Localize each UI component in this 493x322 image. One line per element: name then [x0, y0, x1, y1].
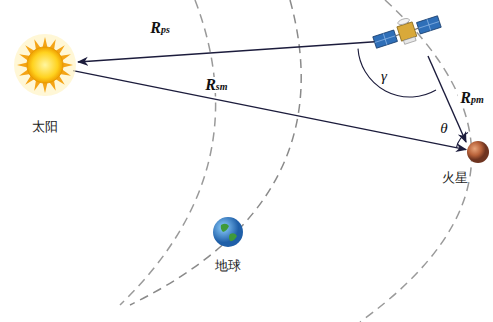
angle-arc	[358, 49, 436, 97]
vector-arrow	[78, 41, 386, 62]
panel-grid	[418, 21, 439, 28]
vector-label: Rpm	[458, 90, 485, 106]
body-icon	[466, 140, 490, 164]
panel-grid	[375, 36, 396, 43]
sun-disc	[27, 47, 63, 83]
earth-land	[221, 224, 237, 241]
solar-panel	[417, 16, 442, 34]
orbit-line	[120, 0, 216, 305]
celestial-body: 太阳	[17, 37, 73, 93]
antenna-dish	[397, 17, 410, 25]
angle-label: θ	[440, 121, 447, 136]
body-name: 太阳	[32, 119, 58, 135]
angle-label: γ	[381, 69, 387, 84]
body-icon	[17, 37, 73, 93]
vector-label: Rsm	[203, 77, 229, 93]
vector-arrow	[73, 71, 466, 150]
body-name: 火星	[442, 170, 468, 186]
body-name: 地球	[215, 258, 241, 274]
solar-panel	[373, 30, 398, 48]
orbit-line	[130, 0, 301, 305]
sun-glow	[14, 34, 76, 96]
orbit-line	[360, 0, 472, 322]
vector-label: Rps	[148, 20, 172, 36]
satellite-icon	[370, 9, 442, 53]
mars-planet	[467, 141, 489, 163]
angle-arc	[456, 132, 468, 147]
satellite-base	[403, 37, 416, 45]
celestial-body: 火星	[466, 140, 490, 164]
celestial-body: 地球	[212, 216, 244, 248]
body-icon	[212, 216, 244, 248]
earth-planet	[213, 217, 243, 247]
